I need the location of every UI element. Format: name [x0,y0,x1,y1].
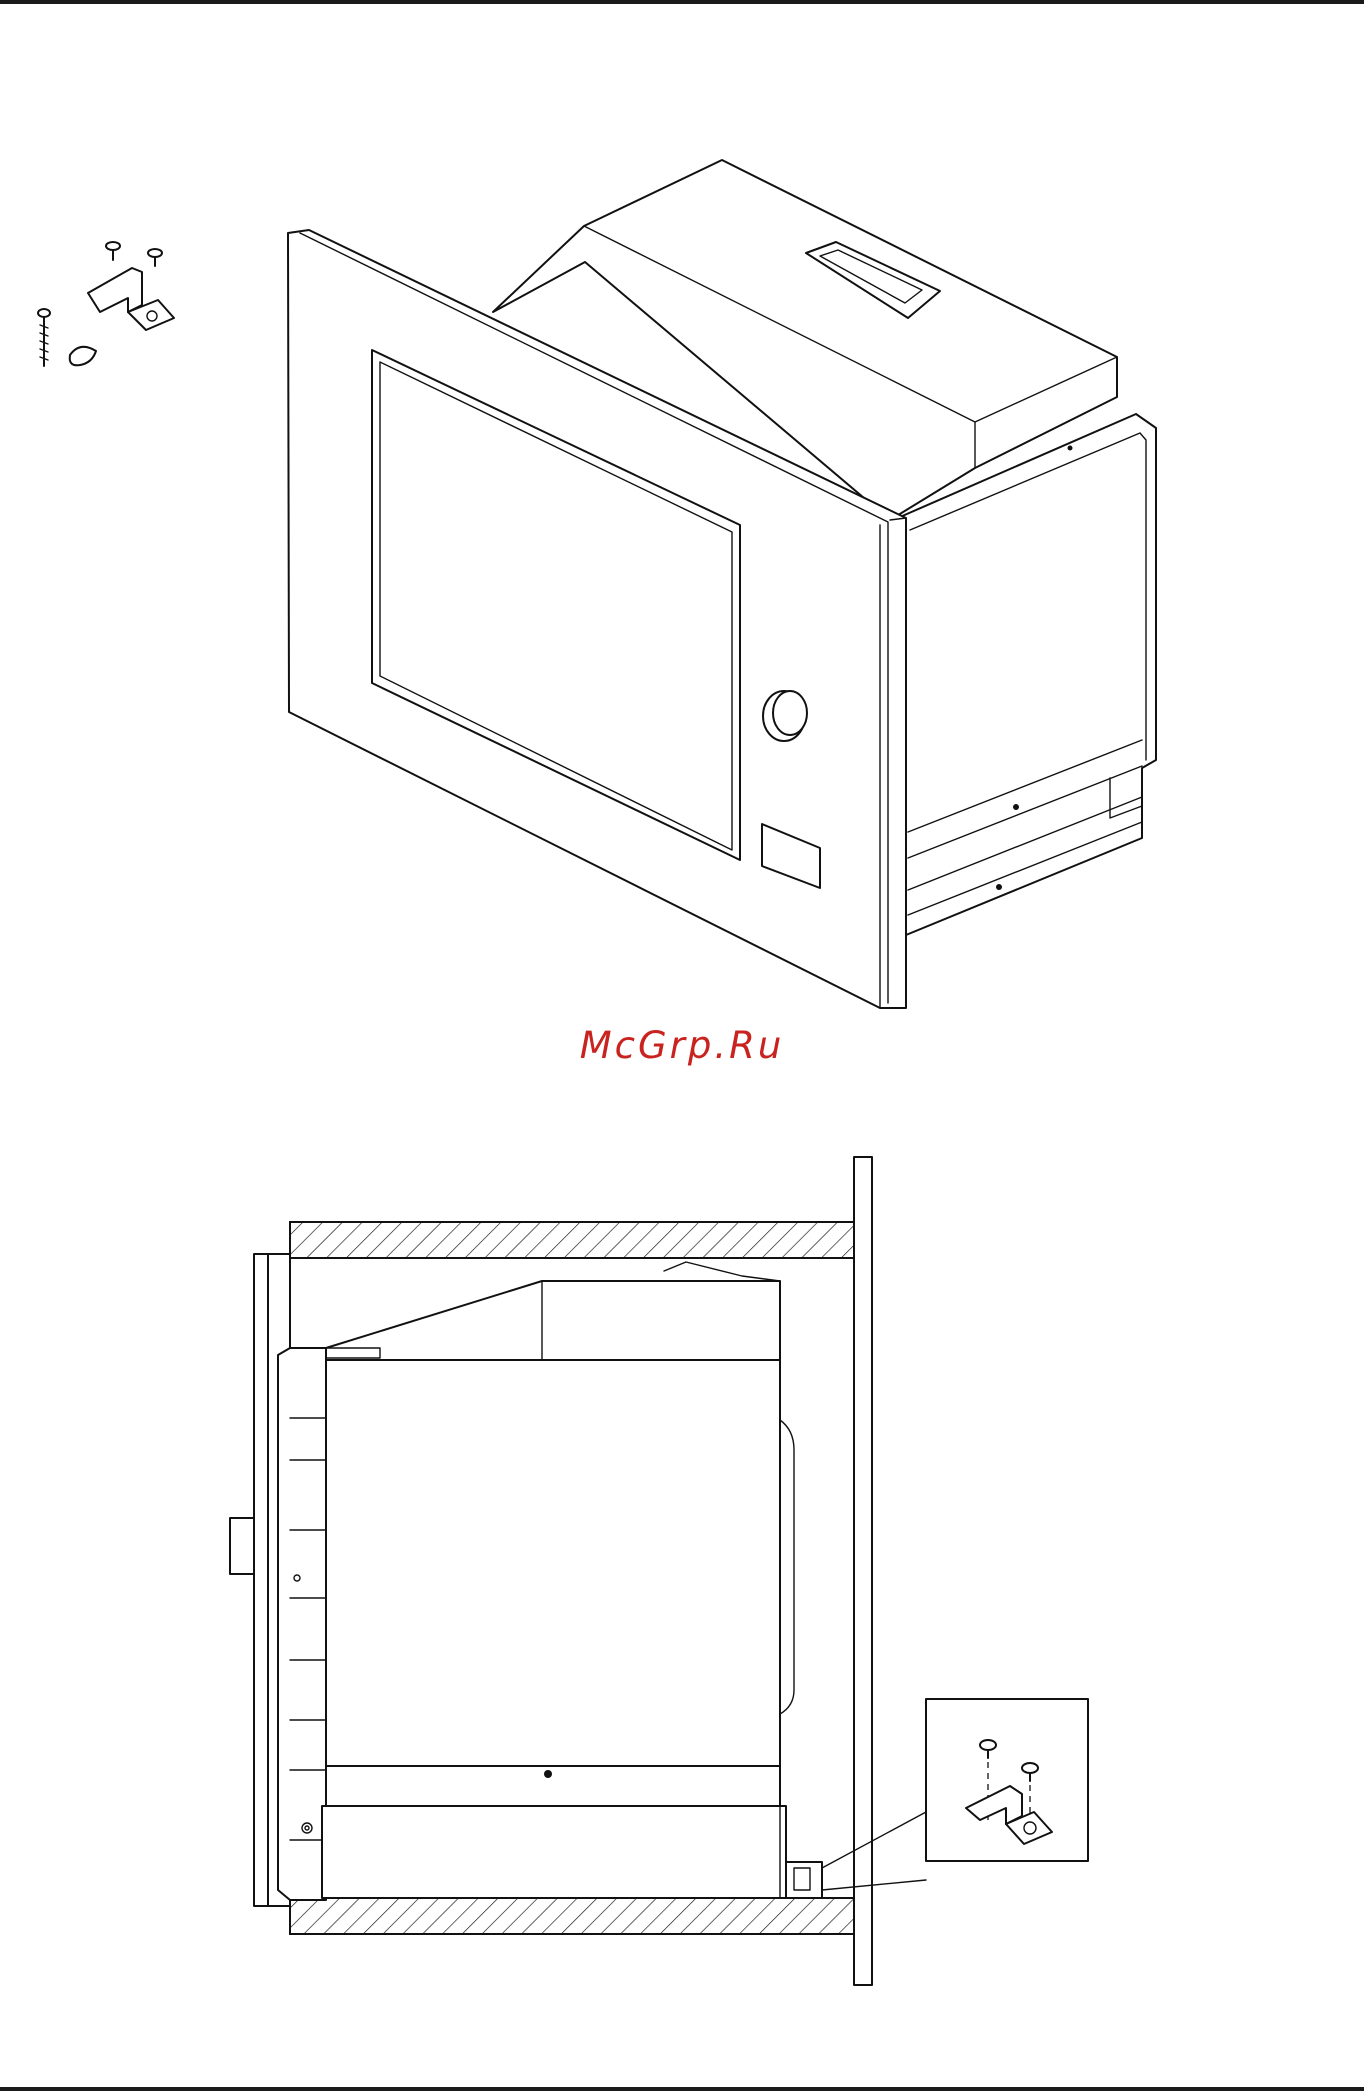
unit-base [322,1806,786,1898]
screw-hole-icon [1013,804,1019,810]
small-screw-icon [148,249,162,266]
screw-hole-icon [1068,446,1073,451]
screw-hole-icon [996,884,1002,890]
unit-front-frame [254,1254,268,1906]
cabinet-top-shelf [290,1222,854,1258]
cabinet-bottom-shelf [290,1898,854,1934]
long-screw-icon [38,309,50,366]
microwave-figure [288,160,1156,1008]
clip-icon [70,347,96,365]
small-screw-icon [106,242,120,260]
wall-panel [854,1157,872,1985]
watermark: McGrp.Ru [0,1024,1364,1067]
mounting-hardware-kit [38,242,174,366]
unit-body [326,1360,780,1766]
bottom-rule [0,2087,1364,2091]
bracket-icon [88,268,174,330]
section-figure [230,1157,1088,1985]
control-knob-side-icon [230,1518,254,1574]
bracket-detail [926,1699,1088,1861]
